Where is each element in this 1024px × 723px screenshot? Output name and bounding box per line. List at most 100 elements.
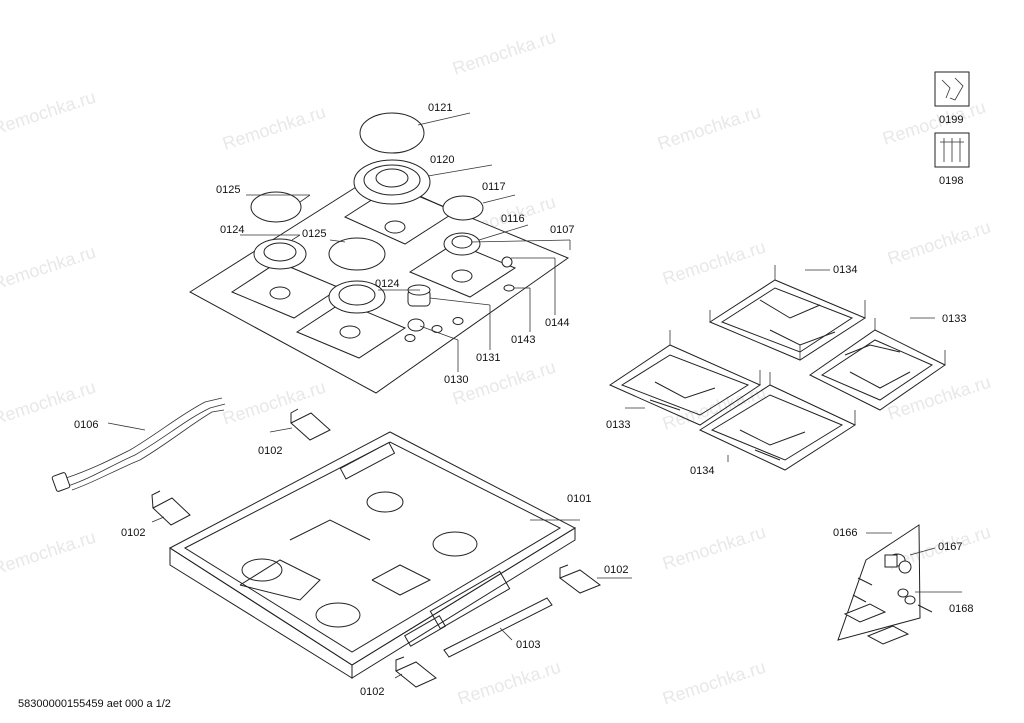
burner-mount	[315, 602, 361, 628]
watermark: Remochka.ru	[660, 657, 768, 709]
pan-support-back	[708, 265, 867, 361]
part-label-0101: 0101	[567, 493, 591, 505]
knob-hole	[404, 334, 416, 342]
tray-outline	[169, 431, 577, 666]
kit-clip	[866, 625, 910, 645]
part-label-0125: 0125	[302, 228, 326, 240]
part-label-0106: 0106	[74, 419, 98, 431]
watermark-layer: Remochka.ru Remochka.ru Remochka.ru Remo…	[0, 27, 993, 709]
watermark: Remochka.ru	[885, 372, 993, 424]
burner-base-large	[353, 159, 431, 205]
watermark: Remochka.ru	[455, 657, 563, 709]
pan-support-front	[698, 372, 857, 471]
watermark: Remochka.ru	[220, 102, 328, 154]
burner-base-small	[443, 232, 481, 256]
watermark: Remochka.ru	[660, 522, 768, 574]
burner-ring	[338, 284, 376, 306]
burner-cap-large	[359, 112, 425, 154]
leader-lines-top	[240, 112, 571, 372]
part-label-0102: 0102	[258, 445, 282, 457]
burner-zone	[295, 301, 407, 359]
document-footer: 58300000155459 aet 000 a 1/2	[18, 698, 171, 710]
power-cable	[51, 397, 226, 492]
cooktop-top-panel	[189, 176, 570, 394]
part-label-0166: 0166	[833, 527, 857, 539]
screw	[852, 594, 867, 603]
burner-zone	[408, 242, 517, 298]
seal-strip	[443, 597, 553, 658]
burner-mount	[366, 491, 404, 513]
part-label-0107: 0107	[550, 224, 574, 236]
part-label-0124: 0124	[220, 224, 244, 236]
washer	[904, 595, 916, 605]
washer	[897, 588, 909, 598]
gas-elbow	[884, 554, 898, 568]
watermark: Remochka.ru	[0, 527, 98, 579]
part-label-0120: 0120	[430, 154, 454, 166]
mounting-clips	[151, 408, 632, 688]
burner-cap-medium	[328, 237, 386, 271]
wrench-icon	[934, 71, 970, 107]
burner-hole	[269, 286, 291, 300]
screws-icon-shape	[940, 138, 964, 162]
housing-tray	[169, 431, 580, 679]
part-label-0167: 0167	[938, 541, 962, 553]
watermark: Remochka.ru	[0, 242, 98, 294]
part-label-0116: 0116	[501, 213, 525, 225]
tray-inner	[183, 441, 562, 653]
gasket-strip	[443, 597, 553, 658]
burner-parts	[250, 112, 515, 332]
part-label-0133: 0133	[606, 419, 630, 431]
pan-supports	[608, 265, 946, 471]
part-label-0131: 0131	[476, 352, 500, 364]
mounting-clip	[290, 408, 331, 441]
part-label-0134: 0134	[833, 264, 857, 276]
part-label-0130: 0130	[444, 374, 468, 386]
part-label-0124: 0124	[375, 278, 399, 290]
service-icons	[934, 71, 970, 168]
mounting-clip	[395, 656, 437, 688]
knob-bezel	[407, 318, 425, 332]
small-parts-kit	[837, 524, 962, 645]
part-labels: 0121 0120 0125 0117 0124 0125 0116 0107 …	[74, 102, 973, 698]
wrench-icon-shape	[941, 77, 964, 101]
screw	[917, 604, 933, 613]
ring-washer	[503, 284, 515, 292]
knob-hole	[452, 317, 464, 325]
gas-connector	[898, 560, 912, 574]
part-label-0102: 0102	[121, 527, 145, 539]
watermark: Remochka.ru	[660, 237, 768, 289]
burner-ring	[363, 164, 421, 196]
watermark: Remochka.ru	[0, 87, 98, 139]
watermark: Remochka.ru	[885, 217, 993, 269]
burner-ring	[263, 242, 297, 262]
hob-plate	[189, 176, 570, 394]
part-label-0133: 0133	[942, 313, 966, 325]
part-label-0103: 0103	[516, 639, 540, 651]
kit-clip	[843, 603, 887, 623]
burner-hole	[384, 220, 406, 234]
pan-support-left	[608, 330, 762, 426]
burner-mount	[432, 531, 478, 557]
burner-hole	[451, 269, 473, 283]
plug-connector	[51, 472, 71, 492]
part-label-0125: 0125	[216, 184, 240, 196]
part-label-0143: 0143	[511, 334, 535, 346]
watermark: Remochka.ru	[880, 97, 988, 149]
part-label-0121: 0121	[428, 102, 452, 114]
part-label-0198: 0198	[939, 175, 963, 187]
part-label-0168: 0168	[949, 603, 973, 615]
control-bracket	[339, 441, 396, 480]
burner-cap-small	[442, 195, 484, 221]
watermark: Remochka.ru	[450, 27, 558, 79]
part-label-0199: 0199	[939, 114, 963, 126]
burner-ring	[375, 168, 409, 188]
mounting-clip	[151, 490, 191, 526]
watermark: Remochka.ru	[660, 382, 768, 434]
pan-support-right	[809, 318, 946, 411]
burner-hole	[339, 325, 361, 339]
part-label-0117: 0117	[482, 181, 506, 193]
watermark: Remochka.ru	[655, 102, 763, 154]
mounting-clip	[558, 564, 602, 594]
